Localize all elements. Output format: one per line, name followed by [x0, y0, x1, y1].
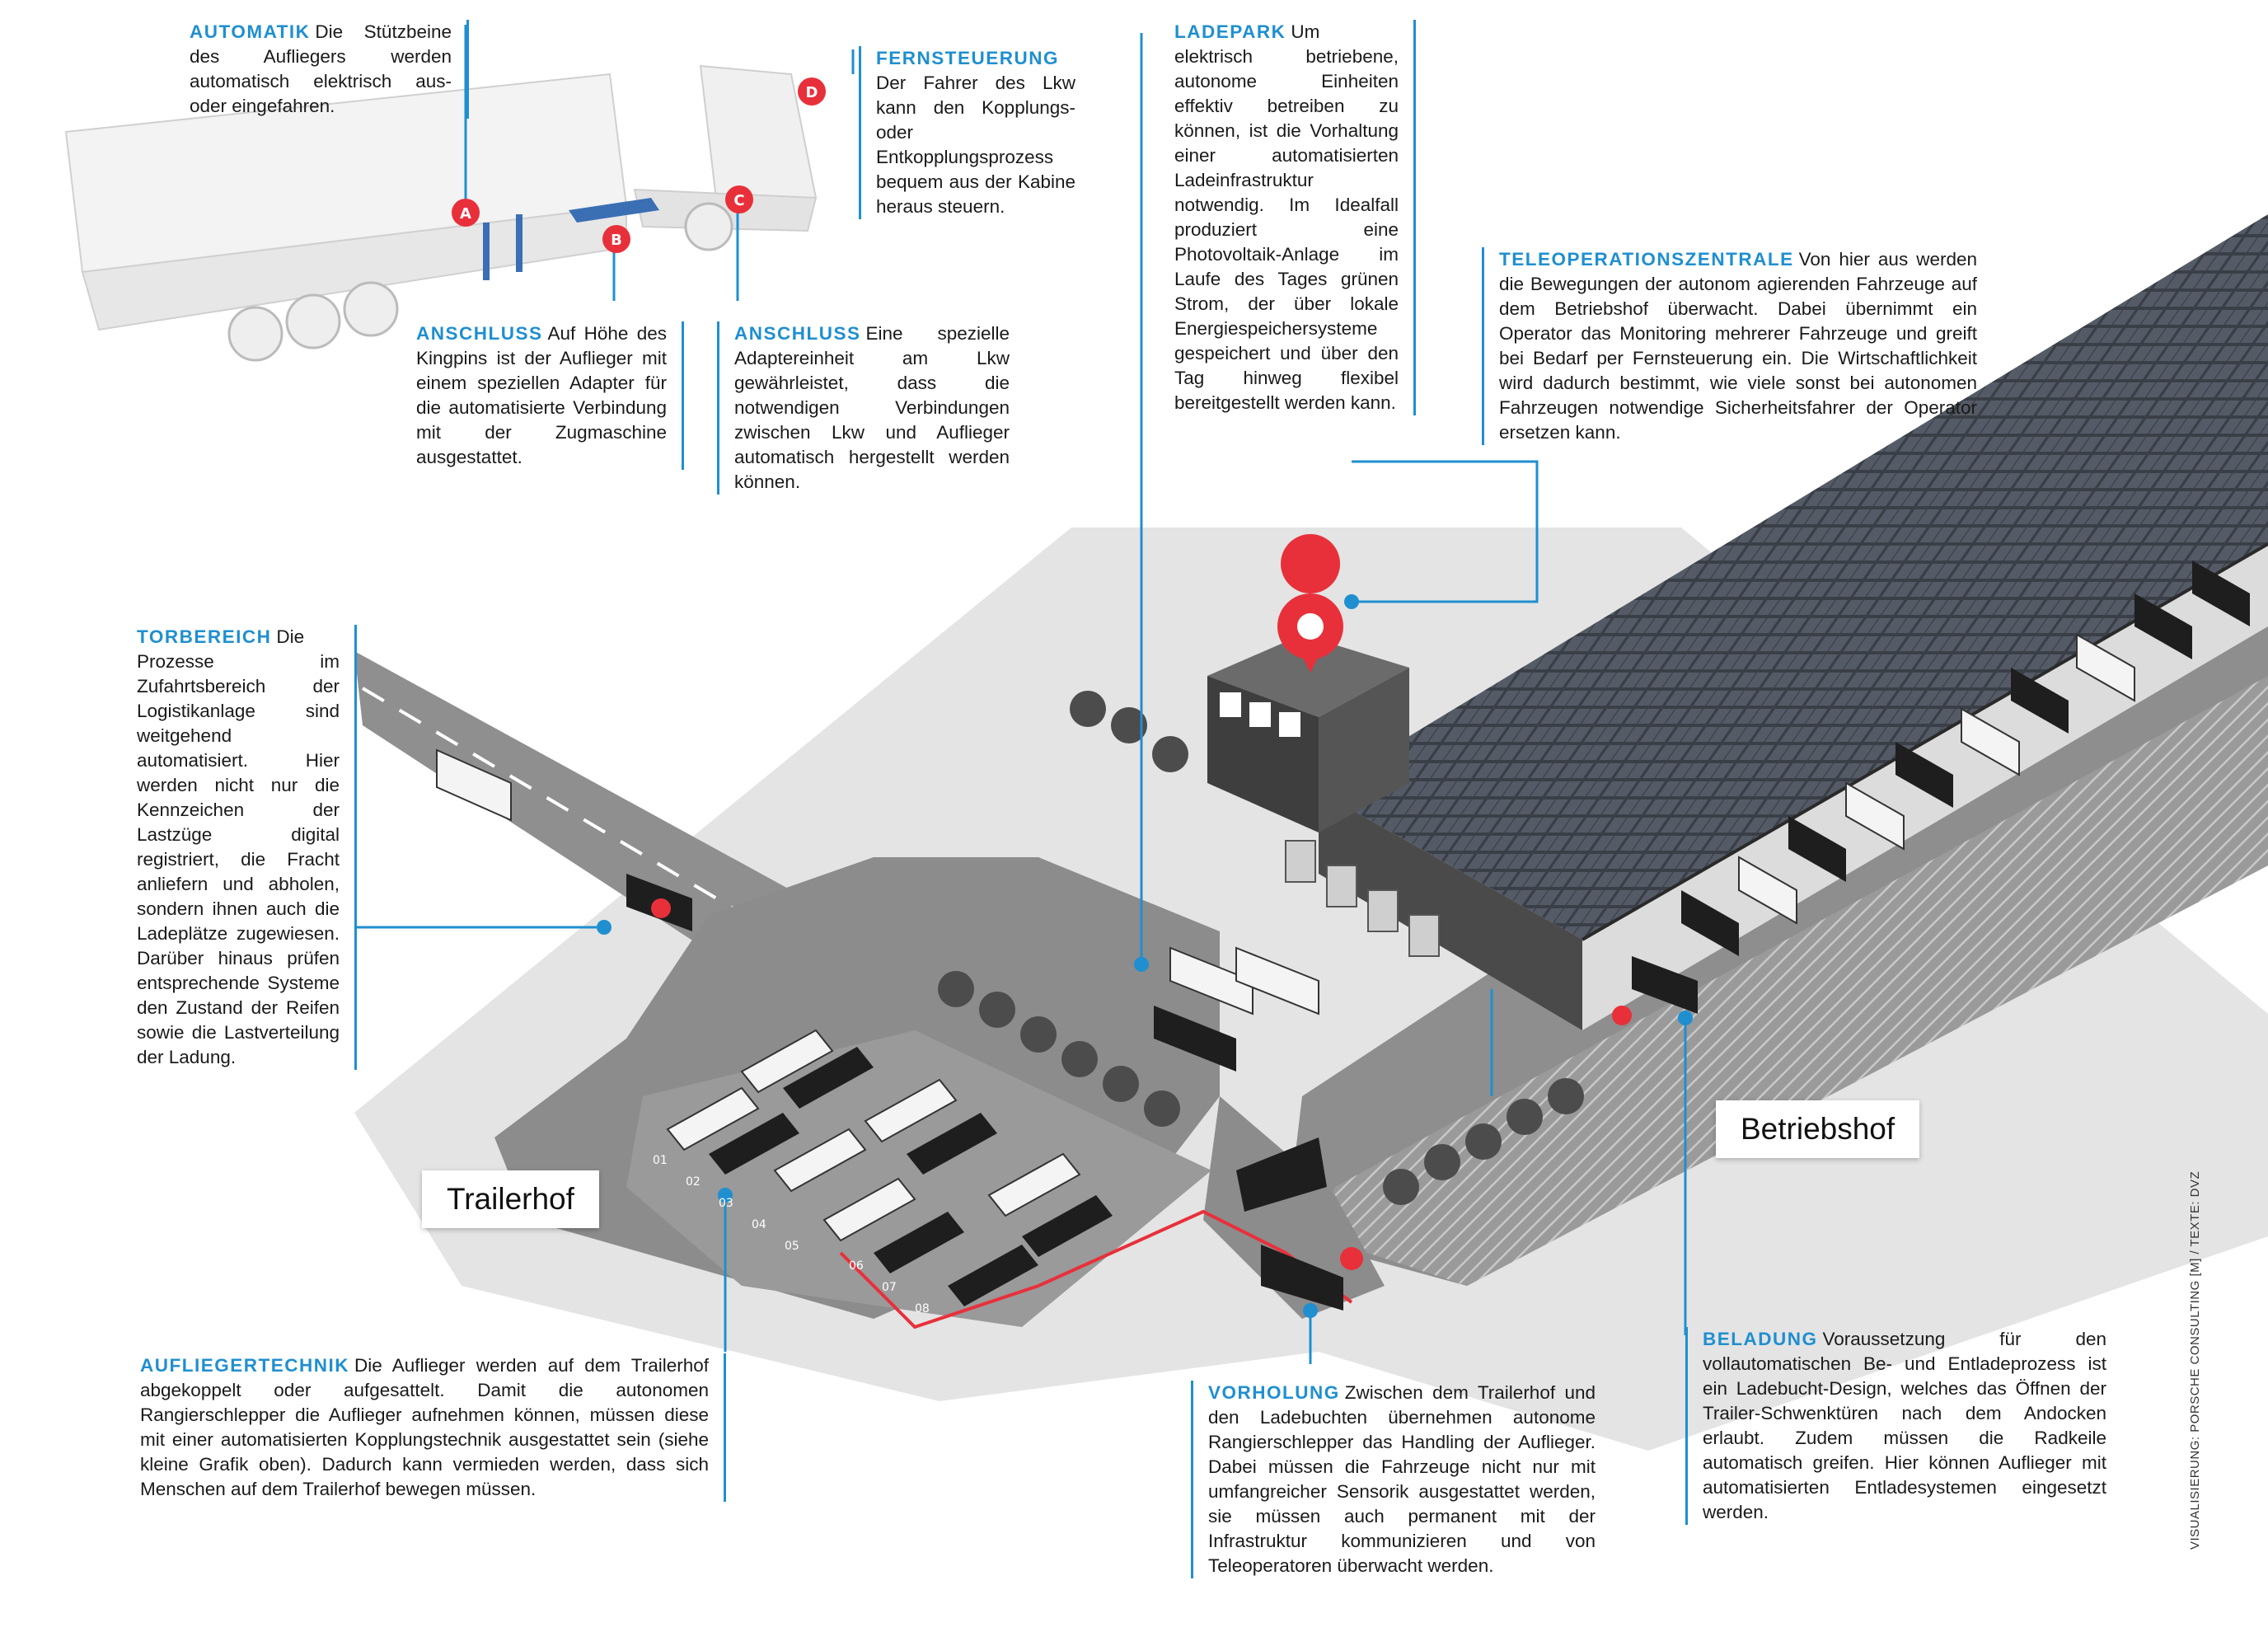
- callout-heading: AUFLIEGERTECHNIK: [140, 1355, 349, 1376]
- svg-text:A: A: [460, 205, 471, 223]
- svg-text:C: C: [733, 192, 744, 209]
- callout-text: Auf Höhe des Kingpins ist der Auflieger …: [416, 323, 667, 467]
- bay-number: 02: [686, 1175, 701, 1189]
- charging-units: [1285, 840, 1440, 957]
- callout-text: Die Auflieger werden auf dem Trailerhof …: [140, 1355, 709, 1499]
- callout-text: Die Prozesse im Zufahrtsbereich der Logi…: [137, 626, 340, 1067]
- callout-heading: FERNSTEUERUNG: [876, 48, 1060, 68]
- parked-trailers: [436, 748, 1698, 1311]
- depot-road: [1203, 1096, 1385, 1319]
- bay-number: 04: [752, 1218, 766, 1231]
- callout-heading: VORHOLUNG: [1208, 1382, 1340, 1403]
- bay-number: 03: [719, 1197, 733, 1210]
- callout-heading: ANSCHLUSS: [734, 323, 861, 344]
- callout-text: Eine spezielle Adaptereinheit am Lkw gew…: [734, 323, 1010, 492]
- depot-hatch: [1319, 676, 2268, 1286]
- bay-number: 07: [882, 1281, 897, 1294]
- access-road: [354, 651, 791, 973]
- bay-number: 05: [785, 1240, 799, 1253]
- marker-a: A: [452, 199, 480, 227]
- bay-number: 06: [849, 1259, 864, 1273]
- parking-bay-numbers: 01 02 03 04 05 06 07 08: [653, 1154, 930, 1315]
- callout-heading: ANSCHLUSS: [416, 323, 543, 344]
- truck-trailer-coupling-illustration: [64, 64, 818, 362]
- office-block-top: [1207, 635, 1409, 717]
- office-block-right: [1319, 668, 1409, 832]
- callout-heading: BELADUNG: [1703, 1329, 1818, 1349]
- leader-dots: [597, 594, 1693, 1318]
- svg-text:D: D: [806, 84, 818, 101]
- callout-text: Um elektrisch betriebene, autonome Einhe…: [1174, 21, 1399, 413]
- warehouse-side: [1319, 791, 1582, 1030]
- callout-text: Von hier aus werden die Bewegungen der a…: [1499, 249, 1977, 443]
- label-trailerhof: Trailerhof: [422, 1170, 599, 1228]
- marker-d: D: [798, 77, 826, 106]
- callout-text: Zwischen dem Trailerhof und den Ladebuch…: [1208, 1382, 1596, 1576]
- callout-heading: AUTOMATIK: [190, 21, 311, 42]
- marker-b: B: [602, 225, 630, 253]
- trailer-parking-lot: [626, 1030, 1211, 1327]
- credit-line: VISUALISIERUNG: PORSCHE CONSULTING [M] /…: [2188, 1170, 2202, 1550]
- leader-lines: [354, 25, 1687, 1364]
- callout-heading: TELEOPERATIONSZENTRALE: [1499, 249, 1794, 270]
- callout-heading: TORBEREICH: [137, 626, 272, 647]
- callout-text: Der Fahrer des Lkw kann den Kopplungs- o…: [876, 73, 1075, 217]
- bay-number: 08: [915, 1302, 930, 1315]
- callout-text: Die Stützbeine des Aufliegers werden aut…: [190, 21, 452, 116]
- bay-number: 01: [653, 1154, 668, 1167]
- docked-trailers: [1681, 560, 2250, 956]
- callout-heading: LADEPARK: [1174, 21, 1286, 42]
- tree-row: [938, 691, 1584, 1205]
- warehouse-roof: [1319, 214, 2268, 940]
- callout-text: Voraussetzung für den vollautomatischen …: [1703, 1329, 2106, 1522]
- marker-c: C: [725, 185, 753, 213]
- label-betriebshof: Betriebshof: [1716, 1100, 1920, 1158]
- callout-fernsteuerung: FERNSTEUERUNG Der Fahrer des Lkw kann de…: [859, 46, 1075, 219]
- svg-text:B: B: [611, 232, 622, 249]
